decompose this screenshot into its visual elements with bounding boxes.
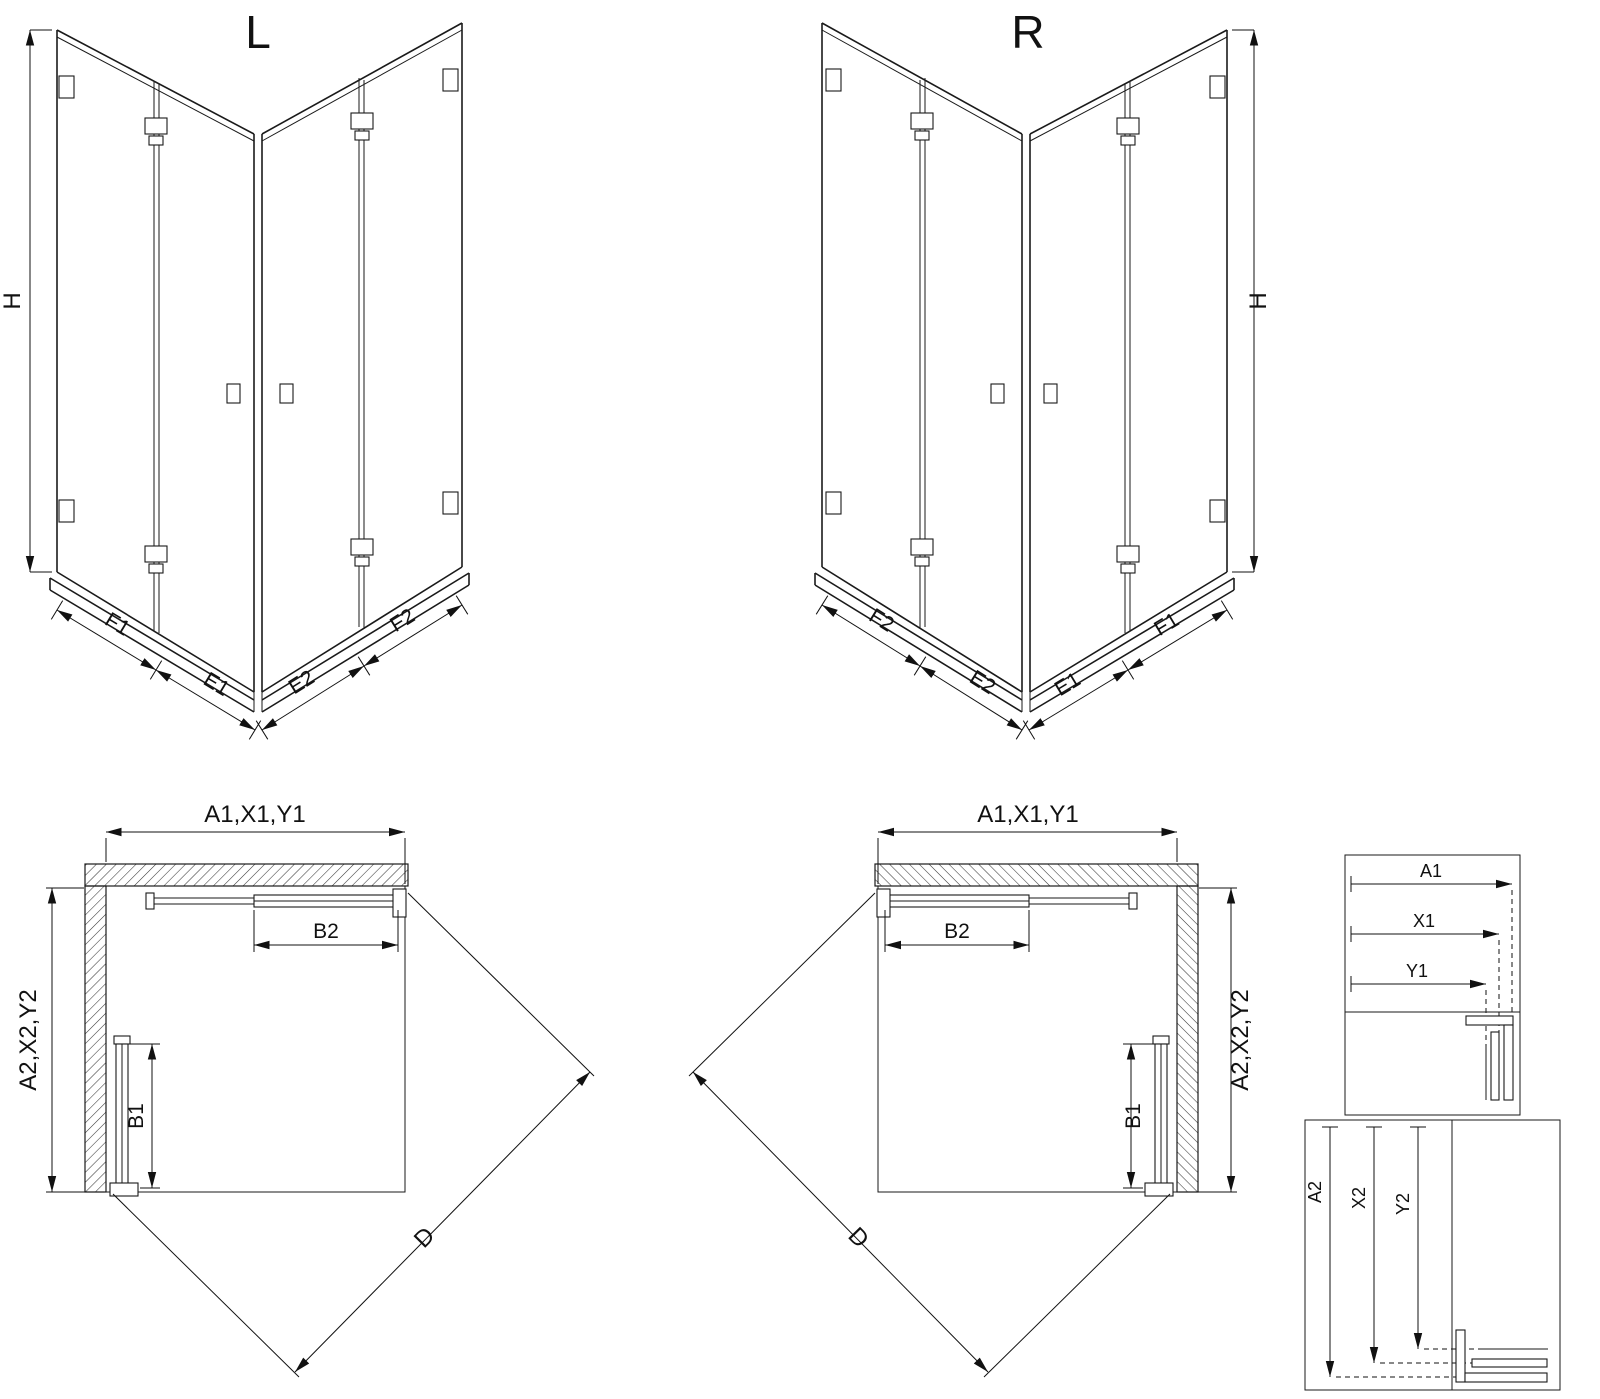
- detail-a2-label: A2: [1305, 1181, 1325, 1203]
- detail-x2-label: X2: [1349, 1187, 1369, 1209]
- iso-left-view-label: L: [245, 6, 271, 58]
- detail-vertical-frame: [1304, 1119, 1561, 1391]
- tray-profile-outer: [1464, 1372, 1548, 1383]
- dim-label-h-right: H: [1245, 292, 1272, 309]
- plan-right-top-dim-label: A1,X1,Y1: [977, 801, 1078, 828]
- plan-right-view: A1,X1,Y1 A2,X2,Y2 B2 B1 D: [689, 801, 1254, 1377]
- detail-x1-label: X1: [1413, 911, 1435, 931]
- tray-profile-inner: [1471, 1358, 1548, 1368]
- iso-right-view: R H F2 E2 E1 F1: [815, 6, 1272, 739]
- wall-profile-cap: [1465, 1015, 1514, 1026]
- plan-left-b1-label: B1: [125, 1103, 148, 1129]
- iso-right-view-label: R: [1011, 6, 1044, 58]
- plan-right-b2-label: B2: [944, 920, 970, 943]
- dim-label-f2-left: F2: [386, 604, 419, 636]
- plan-right-side-dim-label: A2,X2,Y2: [1227, 989, 1254, 1090]
- wall-profile-inner: [1490, 1031, 1500, 1101]
- plan-left-side-dim-label: A2,X2,Y2: [15, 989, 42, 1090]
- detail-a1-label: A1: [1420, 861, 1442, 881]
- dim-label-h-left: H: [0, 292, 26, 309]
- tray-profile-cap: [1455, 1329, 1466, 1383]
- plan-left-view: A1,X1,Y1 A2,X2,Y2 B2 B1 D: [15, 801, 594, 1377]
- detail-box-vertical: A2 X2 Y2: [1304, 1119, 1561, 1391]
- wall-profile-outer: [1503, 1024, 1514, 1101]
- dim-label-e2-left: E2: [285, 666, 319, 699]
- plan-left-diagonal-label: D: [409, 1222, 440, 1253]
- detail-box-horizontal: A1 X1 Y1: [1344, 854, 1521, 1116]
- detail-horizontal-frame: [1344, 854, 1521, 1116]
- dim-label-e2-right: E2: [965, 666, 999, 699]
- dim-label-f1-right: F1: [1150, 608, 1183, 640]
- plan-left-b2-label: B2: [313, 920, 339, 943]
- plan-right-b1-label: B1: [1122, 1103, 1145, 1129]
- dim-label-f2-right: F2: [865, 604, 898, 636]
- detail-y1-label: Y1: [1406, 961, 1428, 981]
- detail-y2-label: Y2: [1393, 1193, 1413, 1215]
- dim-label-f1-left: F1: [101, 608, 134, 640]
- plan-left-top-dim-label: A1,X1,Y1: [204, 801, 305, 828]
- iso-left-view: L H F1 E1 E2 F2: [0, 6, 469, 739]
- plan-right-diagonal-label: D: [843, 1222, 874, 1253]
- plan-right-geometry: [689, 832, 1237, 1377]
